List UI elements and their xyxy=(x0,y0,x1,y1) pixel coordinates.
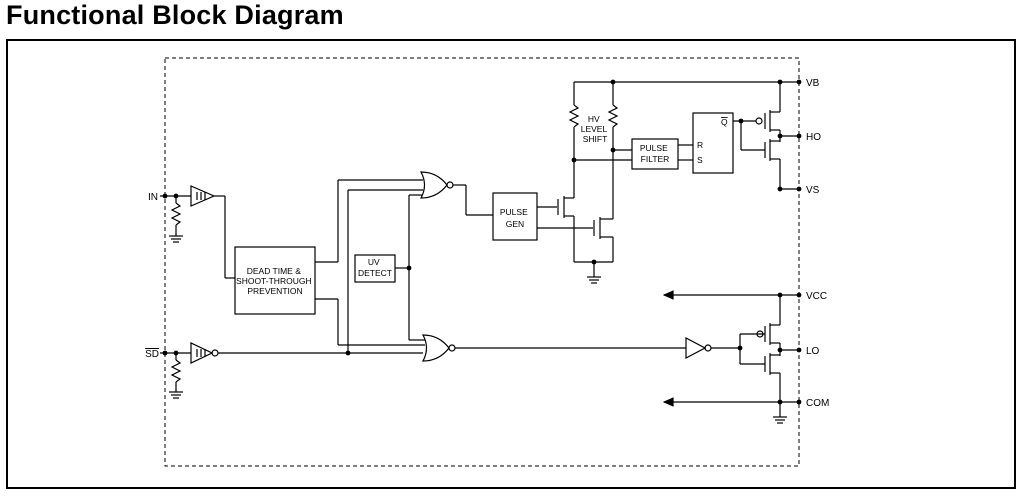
dead-time-block xyxy=(234,246,316,315)
pin-label-ho: HO xyxy=(806,132,821,143)
latch-r-label: R xyxy=(697,140,703,150)
junction-dots xyxy=(162,79,802,405)
diagram-frame xyxy=(6,39,1016,489)
pin-label-com: COM xyxy=(806,398,829,409)
pin-label-vs: VS xyxy=(806,185,820,196)
dead-time-label: DEAD TIME & SHOOT-THROUGH PREVENTION xyxy=(236,266,314,296)
pin-label-sd: SD xyxy=(145,349,159,360)
rs-latch-block xyxy=(692,112,734,174)
pin-label-vb: VB xyxy=(806,78,820,89)
pin-label-vcc: VCC xyxy=(806,291,827,302)
pulse-filter-label: PULSE FILTER xyxy=(640,143,670,164)
hv-level-shift-label: HV LEVEL SHIFT xyxy=(581,114,610,144)
in-input-stage xyxy=(160,185,235,279)
pulse-filter-block xyxy=(631,138,679,170)
low-side-buffer xyxy=(685,337,707,359)
ic-boundary xyxy=(164,57,800,467)
pulse-gen-label: PULSE GEN xyxy=(500,207,530,229)
latch-s-label: S xyxy=(697,155,703,165)
page-title: Functional Block Diagram xyxy=(6,0,344,30)
pin-label-in: IN xyxy=(148,192,158,203)
high-side-nor-gate xyxy=(419,171,448,199)
uv-detect-label: UV DETECT xyxy=(358,257,392,278)
low-side-nor-gate xyxy=(421,334,450,362)
pin-label-lo: LO xyxy=(806,346,820,357)
latch-q-label: Q xyxy=(721,117,728,127)
pulse-gen-block xyxy=(492,192,538,241)
